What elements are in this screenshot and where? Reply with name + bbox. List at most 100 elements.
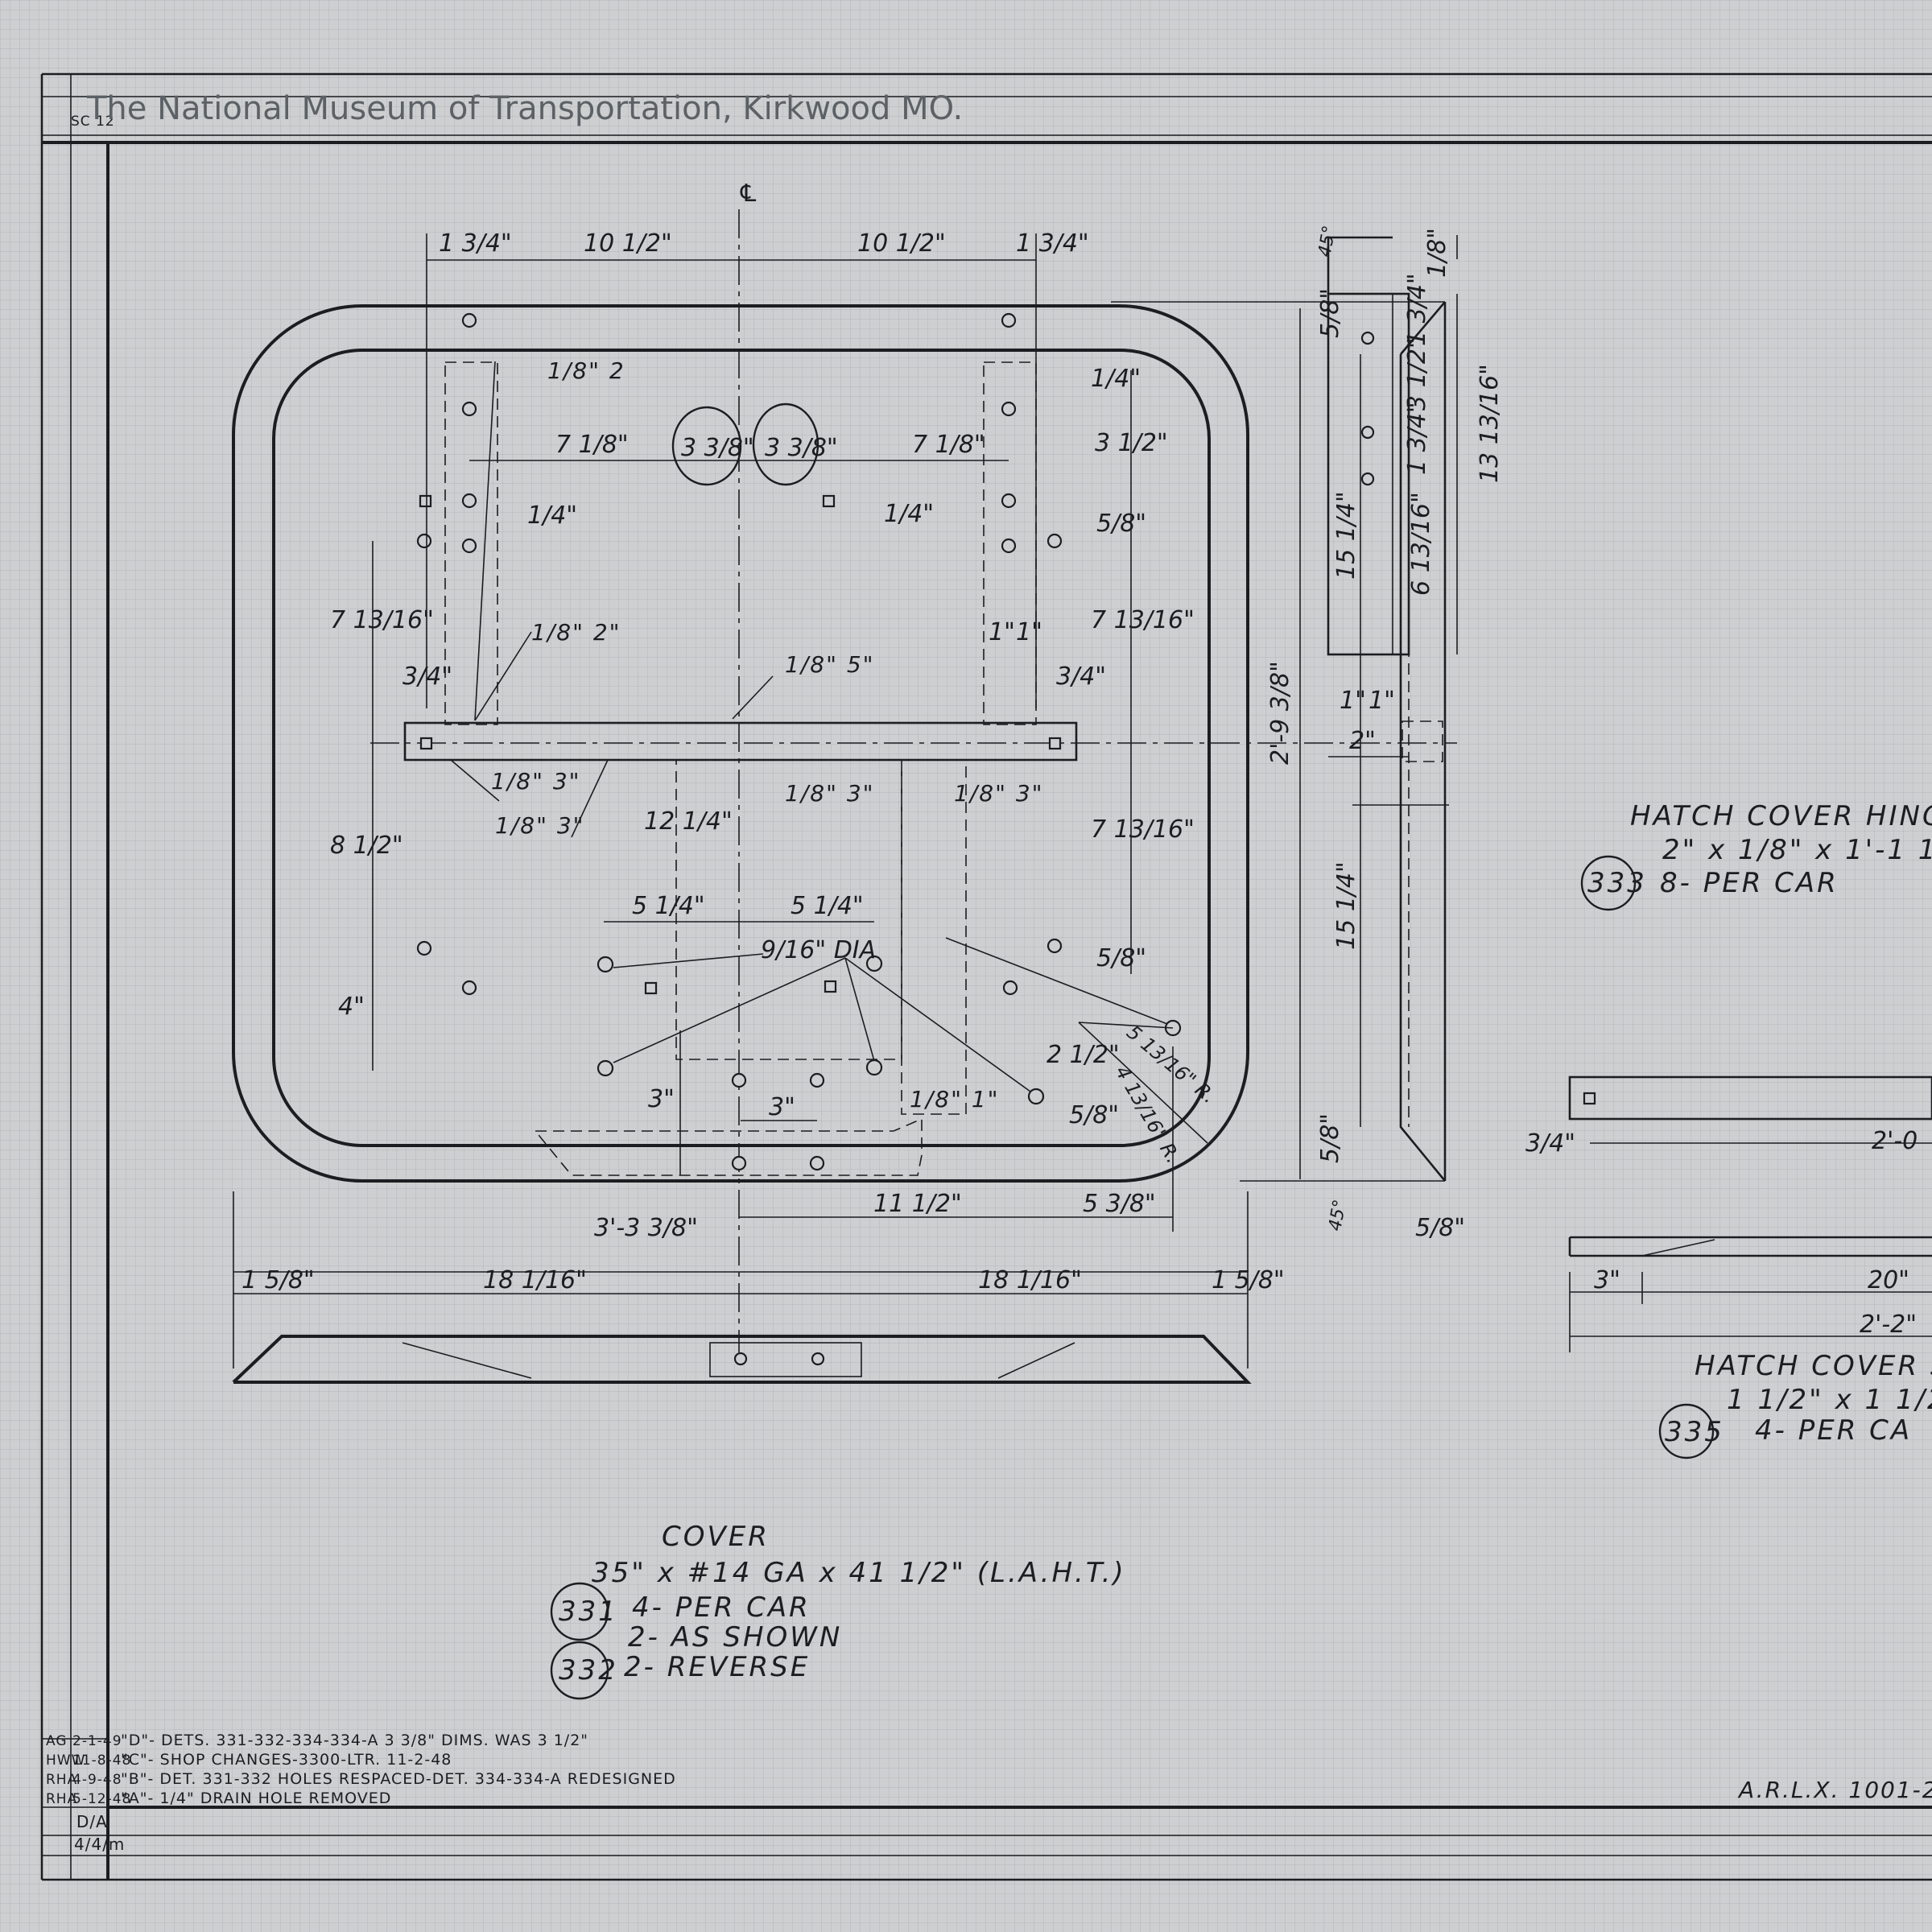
dim-side-1: 15 1/4" — [1332, 491, 1360, 580]
dim-right-3: 5/8" — [1096, 510, 1146, 538]
hinge-dim-3: 3 1/2" — [1403, 337, 1431, 411]
hinge-dim-9: 2" — [1349, 727, 1376, 755]
revision-cloud-left — [671, 406, 742, 486]
hinge-dim-1: 1/8" — [1423, 228, 1451, 278]
dim-left-3: 4" — [338, 993, 365, 1021]
dim-side-2: 15 1/4" — [1332, 861, 1360, 950]
rev-a-by: RHA — [46, 1791, 77, 1807]
hinge-title: HATCH COVER HINGE BA — [1630, 800, 1932, 832]
dim-mid-2: 3" — [648, 1085, 675, 1113]
rev-a-date: 5-12-48 — [72, 1791, 131, 1807]
dim-bottom-right-2: 5 3/8" — [1083, 1190, 1156, 1218]
dim-top-4: 1 3/4" — [1016, 229, 1089, 258]
hinge-dim-4: 1 3/4" — [1403, 402, 1431, 475]
stop-dim-5: 2'-2" — [1860, 1311, 1917, 1339]
part-335: 335 — [1665, 1416, 1724, 1448]
weld-note-7: 1/8" 3" — [954, 780, 1044, 807]
part-333: 333 — [1587, 867, 1647, 899]
dim-side-3: 5/8" — [1316, 288, 1344, 338]
stop-qty: 4- PER CA — [1755, 1414, 1912, 1447]
dim-lower-1: 5 1/4" — [632, 892, 705, 920]
angle-top: 45° — [1315, 224, 1340, 258]
part-circle-335 — [1658, 1403, 1715, 1459]
stop-dim-4: 20" — [1868, 1266, 1909, 1294]
rev-d-date: 2-1-49 — [72, 1733, 122, 1749]
cover-plan-view — [232, 209, 1457, 1368]
drawing-number: A.R.L.X. 1001-20 — [1737, 1777, 1932, 1803]
hinge-dim-2: 1 3/4" — [1403, 273, 1431, 346]
rev-b-date: 4-9-48 — [72, 1772, 122, 1788]
hinge-bar-detail — [1327, 235, 1458, 758]
rev-d-text: "D"- DETS. 331-332-334-334-A 3 3/8" DIMS… — [121, 1732, 588, 1749]
dim-top-3: 10 1/2" — [857, 229, 946, 258]
cover-edge-view — [232, 1335, 1252, 1384]
cover-spec: 35" x #14 GA x 41 1/2" (L.A.H.T.) — [592, 1557, 1126, 1589]
cover-qty-3: 2- REVERSE — [624, 1651, 810, 1683]
rev-c-date: 11-8-48 — [72, 1752, 131, 1769]
dim-right-4: 7 13/16" — [1091, 606, 1195, 634]
rev-b-by: RHA — [46, 1772, 77, 1788]
dim-side-height: 2'-9 3/8" — [1266, 661, 1294, 765]
stop-dim-1: 3/4" — [1525, 1129, 1575, 1158]
dim-right-10: 3/4" — [1056, 663, 1106, 691]
cover-qty-1: 4- PER CAR — [632, 1591, 811, 1624]
sheet-code: SC 12 — [71, 114, 115, 130]
dim-right-5: 7 13/16" — [1091, 815, 1195, 844]
part-circle-333 — [1580, 855, 1637, 911]
dim-right-2: 3 1/2" — [1095, 429, 1168, 457]
cover-title: COVER — [662, 1521, 770, 1553]
cover-side-section — [1111, 301, 1449, 1182]
hinge-qty: 8- PER CAR — [1660, 867, 1839, 899]
stop-dim-2: 2'-0 — [1872, 1127, 1918, 1155]
dim-side-5: 5/8" — [1415, 1214, 1465, 1242]
hinge-dim-7: 1" — [1340, 687, 1366, 715]
dim-left-4: 3/4" — [402, 663, 452, 691]
stop-spec: 1 1/2" x 1 1/2" x 3/16" L x — [1727, 1384, 1932, 1416]
dim-right-8: 1" — [989, 618, 1015, 646]
rev-b-text: "B"- DET. 331-332 HOLES RESPACED-DET. 33… — [121, 1770, 676, 1788]
weld-note-6: 1/8" 3" — [785, 780, 875, 807]
stop-title: HATCH COVER ST — [1695, 1350, 1932, 1382]
rev-c-text: "C"- SHOP CHANGES-3300-LTR. 11-2-48 — [121, 1751, 452, 1769]
drawn-by-2: 4/4/m — [74, 1835, 125, 1854]
rev-a-text: "A"- 1/4" DRAIN HOLE REMOVED — [121, 1790, 391, 1807]
dim-right-9: 1" — [1016, 618, 1042, 646]
cover-qty-2: 2- AS SHOWN — [628, 1621, 842, 1653]
hinge-spec: 2" x 1/8" x 1'-1 13/16" (O.H.S.) — [1662, 834, 1932, 866]
border-frame — [40, 72, 1932, 1881]
rev-c-by: HWW — [46, 1752, 85, 1769]
dim-right-1: 1/4" — [1091, 365, 1141, 393]
part-circle-331 — [550, 1582, 609, 1641]
dim-inner-4: 7 1/8" — [912, 431, 985, 459]
rev-d-by: AG — [46, 1733, 68, 1749]
dim-bottom-1: 1 5/8" — [242, 1266, 315, 1294]
dim-overall-width: 3'-3 3/8" — [594, 1214, 698, 1242]
hinge-dim-8: 1" — [1368, 687, 1395, 715]
weld-note-2: 1/8" 2" — [531, 619, 621, 646]
watermark: The National Museum of Transportation, K… — [86, 90, 963, 127]
drawn-by-1: D/A — [76, 1812, 108, 1831]
angle-bottom: 45° — [1325, 1198, 1350, 1232]
dim-top-1: 1 3/4" — [439, 229, 512, 258]
stop-dim-3: 3" — [1594, 1266, 1620, 1294]
dim-top-2: 10 1/2" — [584, 229, 672, 258]
part-331: 331 — [559, 1596, 618, 1628]
hatch-stop-detail — [1568, 1075, 1932, 1352]
dim-bottom-2: 18 1/16" — [483, 1266, 587, 1294]
dim-lower-2: 5 1/4" — [791, 892, 864, 920]
dim-left-1: 7 13/16" — [330, 606, 434, 634]
weld-note-3: 1/8" 5" — [785, 651, 875, 678]
hinge-dim-6: 6 13/16" — [1407, 492, 1435, 596]
hole-dia-note: 9/16" DIA — [761, 936, 876, 964]
dim-inner-2: 3 3/8" — [681, 434, 754, 462]
dim-bottom-right-1: 11 1/2" — [873, 1190, 962, 1218]
weld-note-8: 1/8" 1" — [910, 1086, 1000, 1113]
part-332: 332 — [559, 1654, 618, 1686]
weld-note-4: 1/8" 3" — [491, 768, 581, 795]
hinge-dim-5: 13 13/16" — [1476, 364, 1504, 483]
dim-bottom-4: 1 5/8" — [1212, 1266, 1285, 1294]
revision-cloud-right — [752, 402, 819, 486]
centerline-symbol: ℄ — [737, 180, 759, 208]
